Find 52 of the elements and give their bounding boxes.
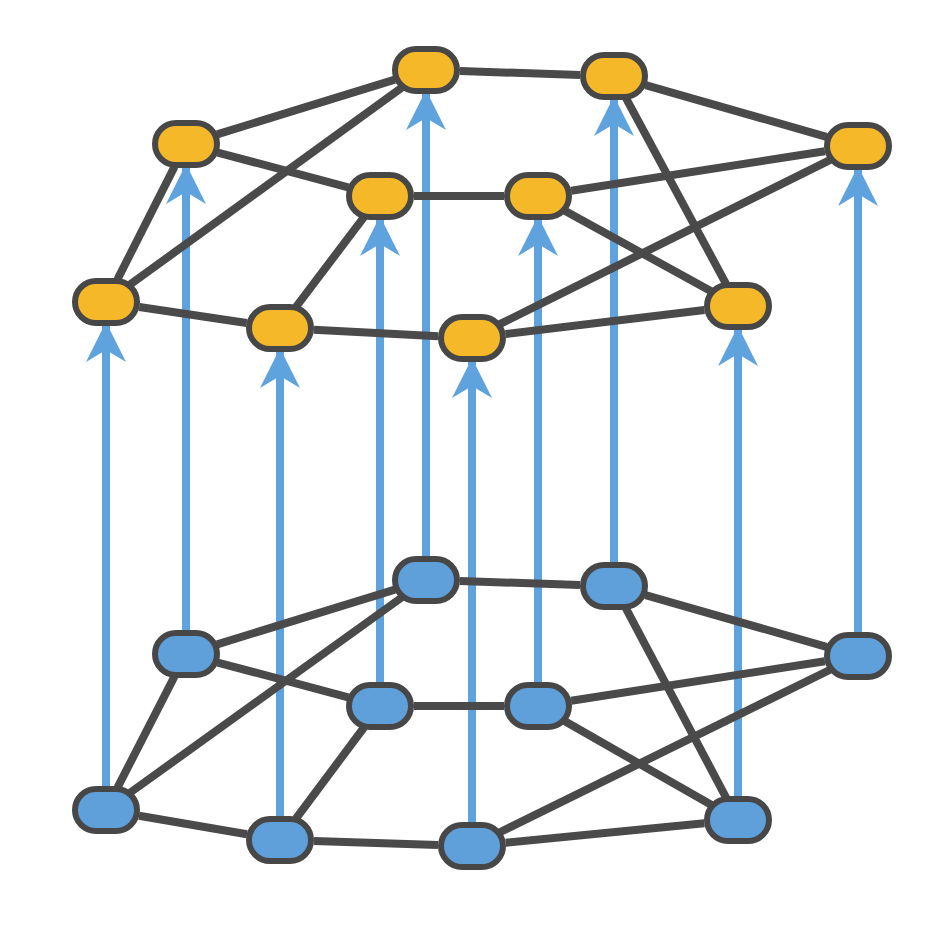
connector-line (216, 585, 396, 649)
connector-line (644, 81, 828, 141)
connector-line (216, 658, 350, 702)
graph-node (152, 630, 220, 678)
graph-node (72, 786, 140, 834)
connector-line (216, 148, 350, 192)
graph-node (392, 46, 460, 94)
connector-line (138, 303, 248, 327)
connector-line (414, 702, 504, 710)
graph-node (824, 632, 892, 680)
connector-line (113, 164, 179, 282)
graph-node (246, 304, 314, 352)
graph-node (580, 562, 648, 610)
graph-node (824, 122, 892, 170)
arrow (452, 358, 492, 822)
connector-line (414, 192, 504, 200)
graph-node (704, 796, 772, 844)
graph-node (438, 314, 506, 362)
graph-node (346, 682, 414, 730)
graph-node (504, 682, 572, 730)
arrow (718, 326, 758, 796)
connector-line (505, 306, 705, 338)
arrow (594, 96, 634, 562)
graph-node (346, 172, 414, 220)
connector-line (114, 674, 178, 790)
graph-node (438, 822, 506, 870)
arrow (86, 322, 126, 786)
connector-line (313, 837, 439, 849)
connector-line (505, 819, 705, 847)
graph-node (504, 172, 572, 220)
connector-line (570, 657, 826, 705)
connector-line (138, 811, 248, 839)
connector-line (644, 591, 828, 651)
graph-node (704, 282, 772, 330)
connector-line (570, 147, 826, 195)
connector-line (622, 96, 730, 286)
arrow (166, 164, 206, 630)
connector-line (622, 606, 730, 800)
connector-line (459, 67, 581, 79)
arrow (518, 216, 558, 682)
graph-node (392, 556, 460, 604)
graph-node (580, 52, 648, 100)
graph-node (72, 278, 140, 326)
arrow (260, 348, 300, 816)
connector-line (313, 325, 439, 341)
arrow (360, 216, 400, 682)
arrow (838, 166, 878, 632)
graph-node (152, 120, 220, 168)
graph-node (246, 816, 314, 864)
arrow (406, 90, 446, 556)
connector-line (459, 577, 581, 589)
connector-line (216, 75, 396, 139)
